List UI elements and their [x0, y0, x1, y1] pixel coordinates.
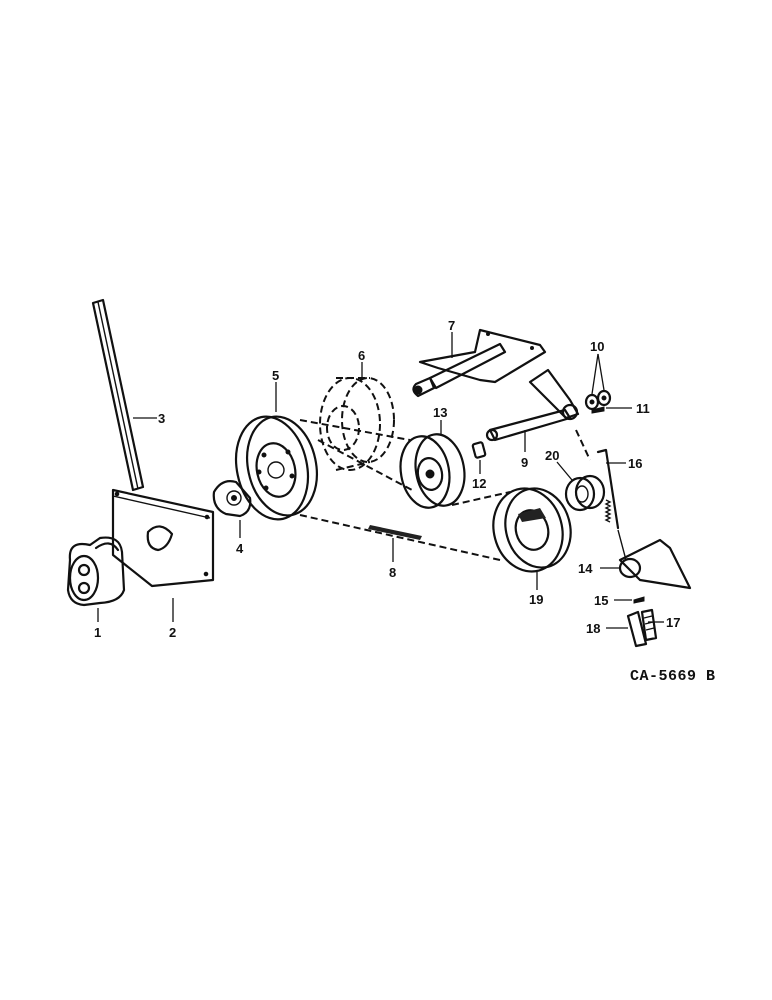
part-1-gearbox — [66, 536, 126, 607]
callout-17: 17 — [666, 615, 680, 630]
callout-15: 15 — [594, 593, 608, 608]
callout-9: 9 — [521, 455, 528, 470]
callout-3: 3 — [158, 411, 165, 426]
part-15-pin — [633, 596, 645, 604]
callout-16: 16 — [628, 456, 642, 471]
part-2-mounting-plate — [111, 488, 215, 588]
part-19-right-pulley — [492, 487, 572, 573]
part-13-middle-pulley — [399, 433, 466, 509]
part-5-large-pulley — [234, 415, 318, 521]
part-12-bolt — [471, 441, 487, 459]
callout-5: 5 — [272, 368, 279, 383]
callout-13: 13 — [433, 405, 447, 420]
callout-10: 10 — [590, 339, 604, 354]
part-20-collar — [564, 474, 606, 512]
part-14-support-bracket — [617, 529, 692, 590]
callout-8: 8 — [389, 565, 396, 580]
callout-12: 12 — [472, 476, 486, 491]
callout-6: 6 — [358, 348, 365, 363]
callout-labels: 1 2 3 4 5 6 7 8 9 10 11 12 13 14 15 16 1… — [94, 318, 680, 640]
part-8-belt — [299, 419, 511, 561]
part-16-spring-rod — [575, 429, 620, 530]
part-3-shaft — [91, 298, 145, 492]
part-7-bracket — [412, 328, 547, 398]
part-11-pin — [591, 406, 605, 414]
part-6-clutch — [319, 377, 395, 471]
callout-2: 2 — [169, 625, 176, 640]
callout-4: 4 — [236, 541, 244, 556]
callout-11: 11 — [636, 401, 650, 416]
callout-19: 19 — [529, 592, 543, 607]
drawing-reference-code: CA-5669 B — [630, 668, 716, 685]
leader-lines — [97, 332, 664, 629]
callout-18: 18 — [586, 621, 600, 636]
callout-7: 7 — [448, 318, 455, 333]
part-10-nuts — [584, 389, 612, 411]
part-9-idler-arm — [485, 368, 580, 442]
callout-20: 20 — [545, 448, 559, 463]
callout-14: 14 — [578, 561, 593, 576]
part-17-18-sleeves — [626, 608, 658, 648]
part-4-hub — [212, 480, 252, 518]
callout-1: 1 — [94, 625, 101, 640]
